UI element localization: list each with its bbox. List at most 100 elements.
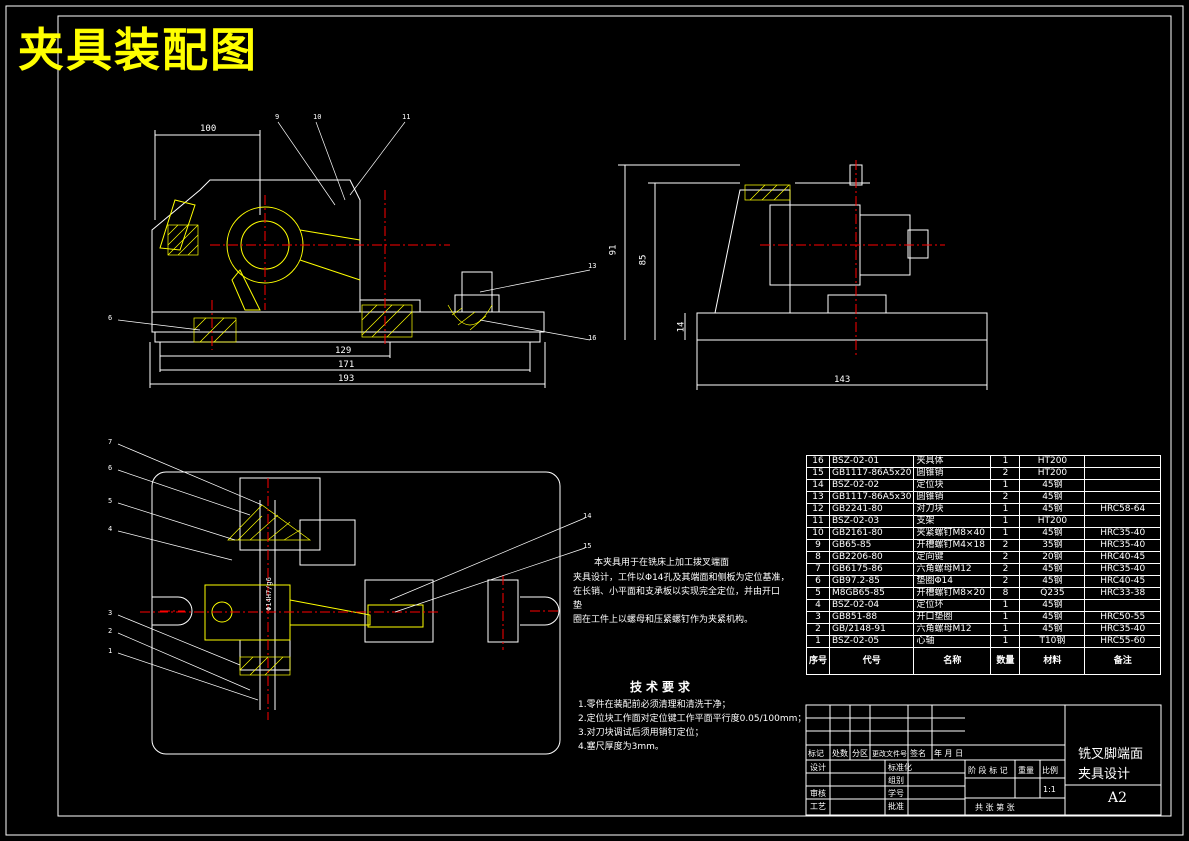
parts-cell-no: 2 xyxy=(805,623,831,636)
tb-ratio: 比例 xyxy=(1042,766,1058,775)
tech-req-item-2: 2.定位块工作面对定位键工作平面平行度0.05/100mm； xyxy=(578,714,807,724)
tb-stage: 阶 段 标 记 xyxy=(968,766,1008,775)
balloon-3: 3 xyxy=(108,609,113,617)
balloon-4: 4 xyxy=(108,525,113,533)
parts-cell-code: GB2241-80 xyxy=(829,503,915,516)
parts-cell-no: 16 xyxy=(805,455,831,468)
parts-cell-code: GB97.2-85 xyxy=(829,575,915,588)
parts-cell-name: 六角螺母M12 xyxy=(913,563,992,576)
parts-cell-name: 定向键 xyxy=(913,551,992,564)
parts-cell-note: 备注 xyxy=(1084,647,1161,675)
parts-cell-no: 1 xyxy=(805,635,831,648)
parts-cell-code: BSZ-02-02 xyxy=(829,479,915,492)
parts-cell-mat: HT200 xyxy=(1019,455,1086,468)
parts-cell-mat: 45钢 xyxy=(1019,575,1086,588)
parts-cell-qty: 2 xyxy=(990,563,1021,576)
parts-cell-no: 3 xyxy=(805,611,831,624)
parts-cell-name: 夹具体 xyxy=(913,455,992,468)
drawing-title: 夹具装配图 xyxy=(18,23,258,77)
parts-cell-mat: T10钢 xyxy=(1019,635,1086,648)
parts-cell-qty: 2 xyxy=(990,551,1021,564)
parts-cell-mat: 45钢 xyxy=(1019,527,1086,540)
parts-cell-code: BSZ-02-04 xyxy=(829,599,915,612)
balloon-7: 7 xyxy=(108,438,113,446)
parts-cell-note xyxy=(1084,491,1161,504)
parts-cell-name: 圆锥销 xyxy=(913,491,992,504)
balloon-15: 15 xyxy=(583,542,592,550)
parts-cell-mat: 45钢 xyxy=(1019,563,1086,576)
tech-req-item-4: 4.塞尺厚度为3mm。 xyxy=(578,742,664,752)
scale-value: 1:1 xyxy=(1043,785,1056,794)
parts-cell-mat: 35钢 xyxy=(1019,539,1086,552)
tb-docno: 更改文件号 xyxy=(872,750,907,758)
plan-centerlines xyxy=(140,478,560,720)
tb-group: 组别 xyxy=(888,776,904,785)
parts-cell-code: GB851-88 xyxy=(829,611,915,624)
part-name-2: 夹具设计 xyxy=(1078,767,1131,782)
outer-border xyxy=(5,5,1184,836)
parts-cell-name: 圆锥销 xyxy=(913,467,992,480)
note-line-4: 垫 xyxy=(573,601,583,611)
parts-cell-name: 定位环 xyxy=(913,599,992,612)
tech-req-title: 技术要求 xyxy=(630,680,695,694)
parts-cell-qty: 2 xyxy=(990,539,1021,552)
parts-cell-note xyxy=(1084,479,1161,492)
parts-cell-no: 11 xyxy=(805,515,831,528)
parts-cell-code: BSZ-02-01 xyxy=(829,455,915,468)
side-view xyxy=(618,164,988,390)
parts-cell-code: GB6175-86 xyxy=(829,563,915,576)
parts-cell-qty: 1 xyxy=(990,611,1021,624)
tb-zone: 分区 xyxy=(852,749,868,758)
tb-sheets: 共 张 第 张 xyxy=(975,803,1015,812)
dim-14: 14 xyxy=(676,321,687,333)
parts-cell-no: 4 xyxy=(805,599,831,612)
balloon-16: 16 xyxy=(588,334,597,342)
parts-cell-no: 8 xyxy=(805,551,831,564)
inner-border xyxy=(57,15,1172,817)
parts-cell-note: HRC35-40 xyxy=(1084,623,1161,636)
parts-cell-qty: 1 xyxy=(990,623,1021,636)
balloon-11: 11 xyxy=(402,113,411,121)
front-centerlines xyxy=(210,190,450,350)
parts-cell-name: 开口垫圈 xyxy=(913,611,992,624)
parts-cell-name: 对刀块 xyxy=(913,503,992,516)
parts-cell-code: GB1117-86A5x30 xyxy=(829,491,915,504)
parts-cell-code: BSZ-02-03 xyxy=(829,515,915,528)
dim-85: 85 xyxy=(638,254,649,266)
parts-cell-code: GB1117-86A5x20 xyxy=(829,467,915,480)
parts-cell-name: 名称 xyxy=(913,647,992,675)
parts-cell-note xyxy=(1084,599,1161,612)
parts-cell-note: HRC35-40 xyxy=(1084,563,1161,576)
parts-cell-note xyxy=(1084,467,1161,480)
parts-cell-qty: 2 xyxy=(990,467,1021,480)
balloon-2: 2 xyxy=(108,627,113,635)
parts-cell-note: HRC40-45 xyxy=(1084,551,1161,564)
side-centerlines xyxy=(760,160,945,355)
parts-cell-no: 序号 xyxy=(805,647,831,675)
tb-mark: 标记 xyxy=(808,749,824,758)
parts-cell-name: 开槽螺钉M8×20 xyxy=(913,587,992,600)
parts-cell-code: M8GB65-85 xyxy=(829,587,915,600)
plan-sections xyxy=(227,504,312,676)
parts-cell-mat: HT200 xyxy=(1019,467,1086,480)
parts-cell-no: 13 xyxy=(805,491,831,504)
parts-cell-code: BSZ-02-05 xyxy=(829,635,915,648)
dim-91: 91 xyxy=(608,244,619,256)
parts-cell-code: GB65-85 xyxy=(829,539,915,552)
front-leaders xyxy=(117,121,591,341)
parts-cell-no: 5 xyxy=(805,587,831,600)
front-sections xyxy=(167,224,493,343)
tb-sign: 签名 xyxy=(910,749,926,758)
plan-leaders xyxy=(117,443,586,701)
balloon-1: 1 xyxy=(108,647,113,655)
parts-cell-note xyxy=(1084,455,1161,468)
parts-cell-mat: 45钢 xyxy=(1019,479,1086,492)
tech-req-item-3: 3.对刀块调试后须用销钉定位； xyxy=(578,728,704,738)
